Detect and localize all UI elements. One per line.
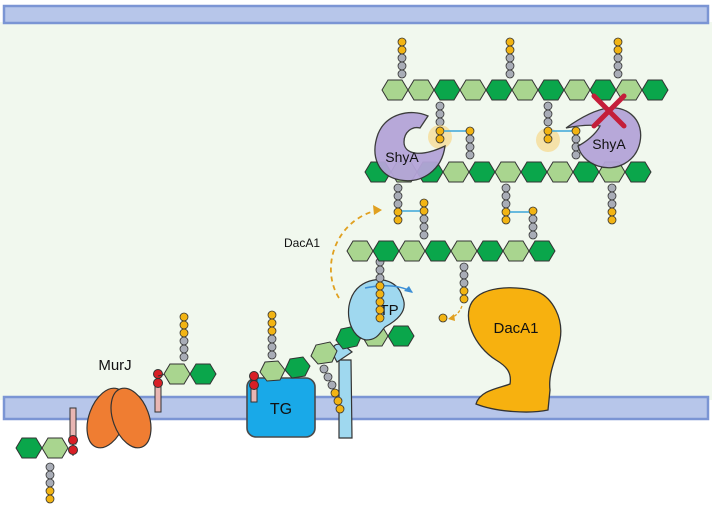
pbp-transpeptidase bbox=[332, 343, 353, 439]
flipped-lipid-ii bbox=[153, 312, 217, 413]
tg-glycosyltransferase: TG bbox=[246, 377, 316, 438]
daca1-enzyme-label: DacA1 bbox=[493, 320, 538, 337]
shya-enzyme-right: ShyA bbox=[565, 93, 642, 169]
tp-label: TP bbox=[379, 302, 398, 319]
outer-membrane bbox=[2, 4, 710, 25]
tg-label: TG bbox=[270, 401, 292, 418]
daca1-arrow-label: DacA1 bbox=[284, 236, 320, 250]
cytoplasmic-lipid-ii bbox=[15, 407, 78, 504]
murj-flippase: MurJ bbox=[86, 357, 152, 449]
released-d-ala bbox=[438, 313, 448, 323]
crossbridges-upper bbox=[428, 125, 581, 160]
shya-enzyme-left: ShyA bbox=[374, 112, 446, 182]
daca1-reaction-arrow: DacA1 bbox=[284, 205, 382, 299]
inhibition-x-icon bbox=[591, 93, 627, 129]
murj-label: MurJ bbox=[98, 357, 131, 374]
peptide-into-tp bbox=[375, 257, 385, 323]
glycan-strand-top bbox=[381, 37, 669, 127]
daca1-enzyme: DacA1 bbox=[467, 287, 562, 413]
shya-right-label: ShyA bbox=[592, 136, 626, 152]
shya-left-label: ShyA bbox=[385, 149, 419, 165]
glycan-strand-middle bbox=[346, 198, 556, 323]
